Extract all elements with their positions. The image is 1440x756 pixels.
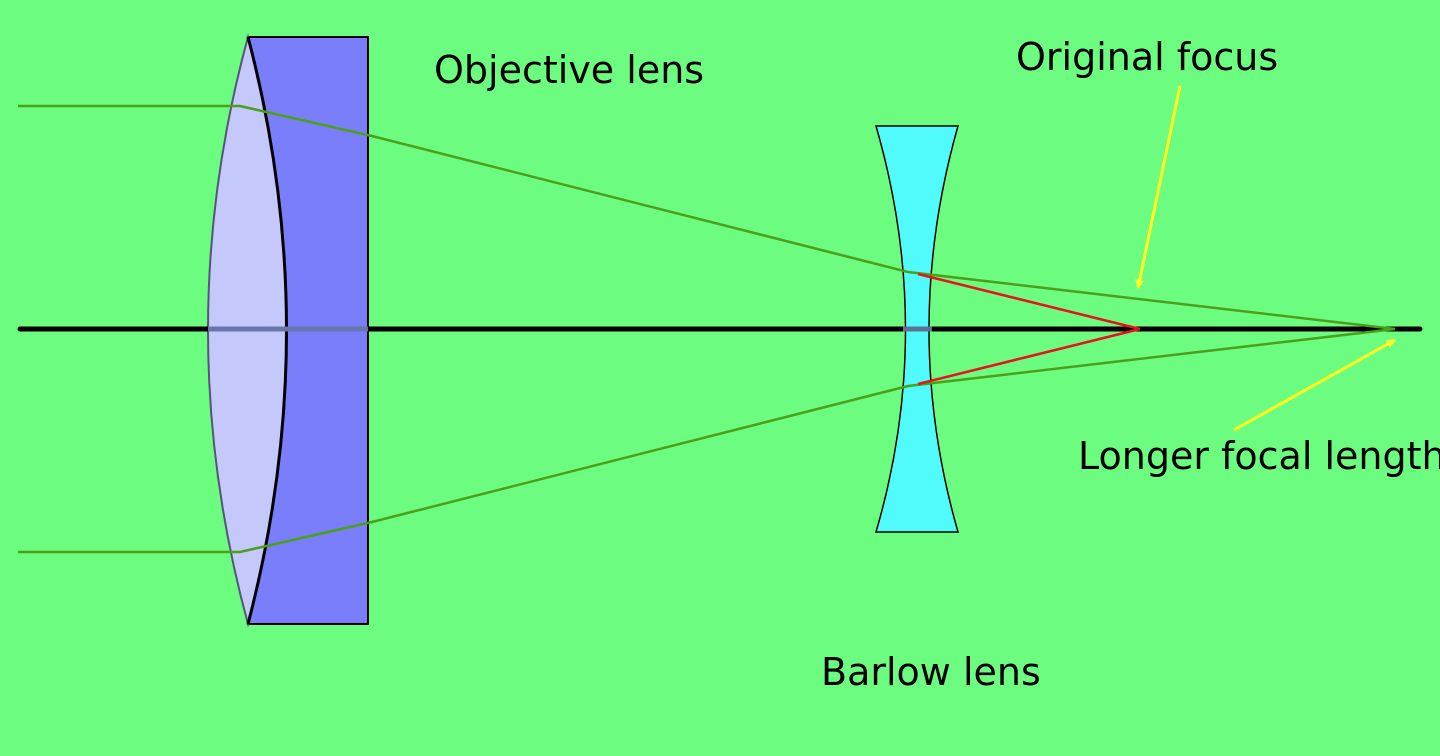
- upper-diverted-ray: [917, 272, 1141, 331]
- original-focus-arrow: [1135, 85, 1182, 289]
- original-focus-label: Original focus: [1016, 35, 1278, 79]
- barlow-lens-label: Barlow lens: [821, 650, 1041, 694]
- upper-light-ray: [18, 104, 1396, 331]
- longer-focal-length-label: Longer focal length: [1078, 434, 1440, 478]
- lower-light-ray: [18, 327, 1396, 554]
- objective-lens-label: Objective lens: [434, 48, 704, 92]
- longer-focal-length-arrow: [1233, 338, 1396, 432]
- lower-diverted-ray: [917, 327, 1141, 386]
